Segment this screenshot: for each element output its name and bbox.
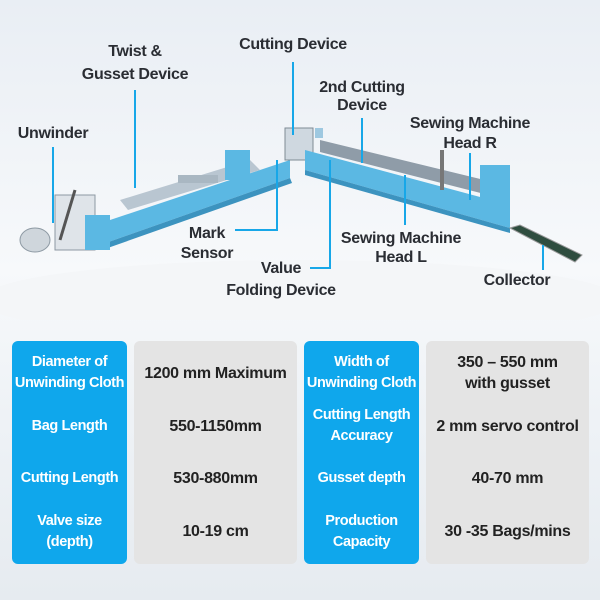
machine-illustration bbox=[0, 127, 600, 320]
label-sewing-head-l-1: Sewing Machine bbox=[341, 230, 462, 247]
label-sewing-head-l-2: Head L bbox=[375, 249, 427, 266]
spec-keys-left: Diameter of Unwinding Cloth Bag Length C… bbox=[12, 341, 127, 564]
spec-value: 10-19 cm bbox=[182, 523, 249, 541]
spec-value: 1200 mm Maximum bbox=[144, 364, 287, 382]
spec-key: Width of Unwinding Cloth bbox=[306, 354, 417, 392]
spec-key: Gusset depth bbox=[317, 470, 406, 487]
label-mark-sensor-2: Sensor bbox=[181, 245, 234, 262]
spec-keys-right: Width of Unwinding Cloth Cutting Length … bbox=[304, 341, 419, 564]
spec-value: 30 -35 Bags/mins bbox=[444, 523, 571, 541]
spec-value: 530-880mm bbox=[173, 470, 258, 488]
label-collector: Collector bbox=[484, 272, 551, 289]
label-unwinder: Unwinder bbox=[18, 125, 89, 142]
spec-key: Bag Length bbox=[31, 417, 108, 434]
spec-values-right: 350 – 550 mm with gusset 2 mm servo cont… bbox=[426, 341, 589, 564]
machine-diagram: Unwinder Twist & Gusset Device Cutting D… bbox=[0, 36, 600, 320]
spec-value: 350 – 550 mm with gusset bbox=[457, 354, 558, 393]
spec-key: Valve size (depth) bbox=[37, 512, 102, 550]
spec-value: 2 mm servo control bbox=[436, 417, 579, 435]
label-value-folding-1: Value bbox=[261, 260, 302, 277]
label-second-cutting-2: Device bbox=[337, 97, 387, 114]
label-second-cutting-1: 2nd Cutting bbox=[319, 79, 405, 96]
label-twist-gusset-2: Gusset Device bbox=[82, 66, 189, 83]
mark-sensor-leader bbox=[235, 160, 278, 231]
spec-values-left: 1200 mm Maximum 550-1150mm 530-880mm 10-… bbox=[134, 341, 297, 564]
spec-key: Diameter of Unwinding Cloth bbox=[14, 354, 125, 392]
label-twist-gusset-1: Twist & bbox=[108, 43, 162, 60]
spec-value: 550-1150mm bbox=[169, 417, 262, 435]
spec-key: Cutting Length bbox=[20, 470, 119, 487]
spec-key: Production Capacity bbox=[325, 512, 398, 550]
label-mark-sensor-1: Mark bbox=[189, 225, 226, 242]
spec-value: 40-70 mm bbox=[471, 470, 544, 488]
label-sewing-head-r-1: Sewing Machine bbox=[410, 115, 531, 132]
label-value-folding-2: Folding Device bbox=[226, 282, 336, 299]
value-folding-leader bbox=[310, 160, 331, 269]
spec-key: Cutting Length Accuracy bbox=[312, 407, 411, 445]
label-sewing-head-r-2: Head R bbox=[443, 135, 497, 152]
label-cutting-device: Cutting Device bbox=[239, 36, 347, 53]
